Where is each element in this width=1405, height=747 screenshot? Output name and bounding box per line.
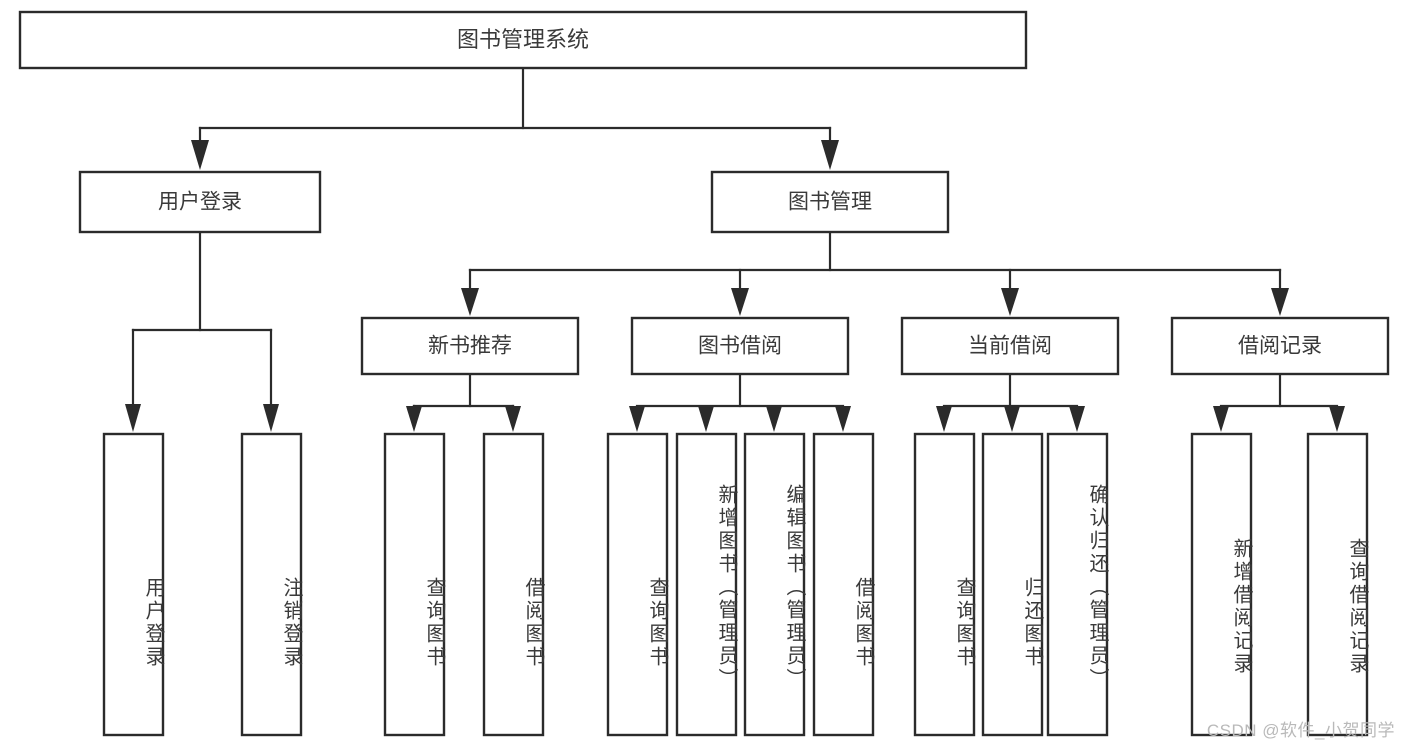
arrowhead-user-login — [191, 140, 209, 170]
node-leaf-user-login-box[interactable] — [102, 432, 165, 737]
node-book-manage[interactable]: 图书管理 — [710, 170, 950, 234]
node-book-borrow-box[interactable] — [630, 316, 850, 376]
arrowhead-leaf-return-book — [1004, 406, 1020, 432]
node-current-borrow[interactable]: 当前借阅 — [900, 316, 1120, 376]
node-current-borrow-label: 当前借阅 — [968, 335, 1052, 358]
arrowhead-leaf-user-login — [125, 404, 141, 432]
arrowhead-leaf-query-book-1 — [406, 406, 422, 432]
arrowhead-leaf-query-book-3 — [936, 406, 952, 432]
arrowhead-leaf-user-logout — [263, 404, 279, 432]
arrowhead-new-book-rec — [461, 288, 479, 316]
arrowhead-book-manage — [821, 140, 839, 170]
node-leaf-return-book-box[interactable] — [981, 432, 1044, 737]
csdn-watermark: CSDN @软件_小贺同学 — [1206, 721, 1395, 740]
node-borrow-record[interactable]: 借阅记录 — [1170, 316, 1390, 376]
node-leaf-confirm-return-box[interactable] — [1046, 432, 1109, 737]
node-user-login-box[interactable] — [78, 170, 322, 234]
node-leaf-add-record-box[interactable] — [1190, 432, 1253, 737]
leaf-node-layer — [102, 432, 1369, 737]
arrowhead-leaf-add-record — [1213, 406, 1229, 432]
node-leaf-borrow-book-1-box[interactable] — [482, 432, 545, 737]
arrowhead-leaf-confirm-return — [1069, 406, 1085, 432]
node-user-login[interactable]: 用户登录 — [78, 170, 322, 234]
node-leaf-query-book-2-box[interactable] — [606, 432, 669, 737]
node-root-label: 图书管理系统 — [457, 27, 589, 52]
node-new-book-rec-box[interactable] — [360, 316, 580, 376]
node-borrow-record-label: 借阅记录 — [1238, 335, 1322, 358]
arrowhead-borrow-record — [1271, 288, 1289, 316]
node-new-book-rec-label: 新书推荐 — [428, 335, 512, 358]
arrowhead-current-borrow — [1001, 288, 1019, 316]
arrowhead-leaf-borrow-book-2 — [835, 406, 851, 432]
arrowhead-leaf-edit-book — [766, 406, 782, 432]
node-layer: 图书管理系统 用户登录 图书管理 新书推荐 图书借阅 — [18, 10, 1390, 737]
node-book-manage-label: 图书管理 — [788, 191, 872, 214]
node-root-box[interactable] — [18, 10, 1028, 70]
node-leaf-user-logout-box[interactable] — [240, 432, 303, 737]
arrowhead-leaf-add-book — [698, 406, 714, 432]
node-leaf-borrow-book-2-box[interactable] — [812, 432, 875, 737]
node-borrow-record-box[interactable] — [1170, 316, 1390, 376]
node-user-login-label: 用户登录 — [158, 191, 242, 214]
node-current-borrow-box[interactable] — [900, 316, 1120, 376]
node-leaf-add-book-box[interactable] — [675, 432, 738, 737]
node-book-manage-box[interactable] — [710, 170, 950, 234]
node-new-book-rec[interactable]: 新书推荐 — [360, 316, 580, 376]
node-leaf-query-book-1-box[interactable] — [383, 432, 446, 737]
arrowhead-leaf-borrow-book-1 — [505, 406, 521, 432]
connector-layer — [125, 66, 1345, 432]
node-leaf-query-book-3-box[interactable] — [913, 432, 976, 737]
node-leaf-query-record-box[interactable] — [1306, 432, 1369, 737]
node-leaf-edit-book-box[interactable] — [743, 432, 806, 737]
arrowhead-leaf-query-book-2 — [629, 406, 645, 432]
node-book-borrow-label: 图书借阅 — [698, 335, 782, 358]
arrowhead-book-borrow — [731, 288, 749, 316]
arrowhead-leaf-query-record — [1329, 406, 1345, 432]
node-root[interactable]: 图书管理系统 — [18, 10, 1028, 70]
node-book-borrow[interactable]: 图书借阅 — [630, 316, 850, 376]
